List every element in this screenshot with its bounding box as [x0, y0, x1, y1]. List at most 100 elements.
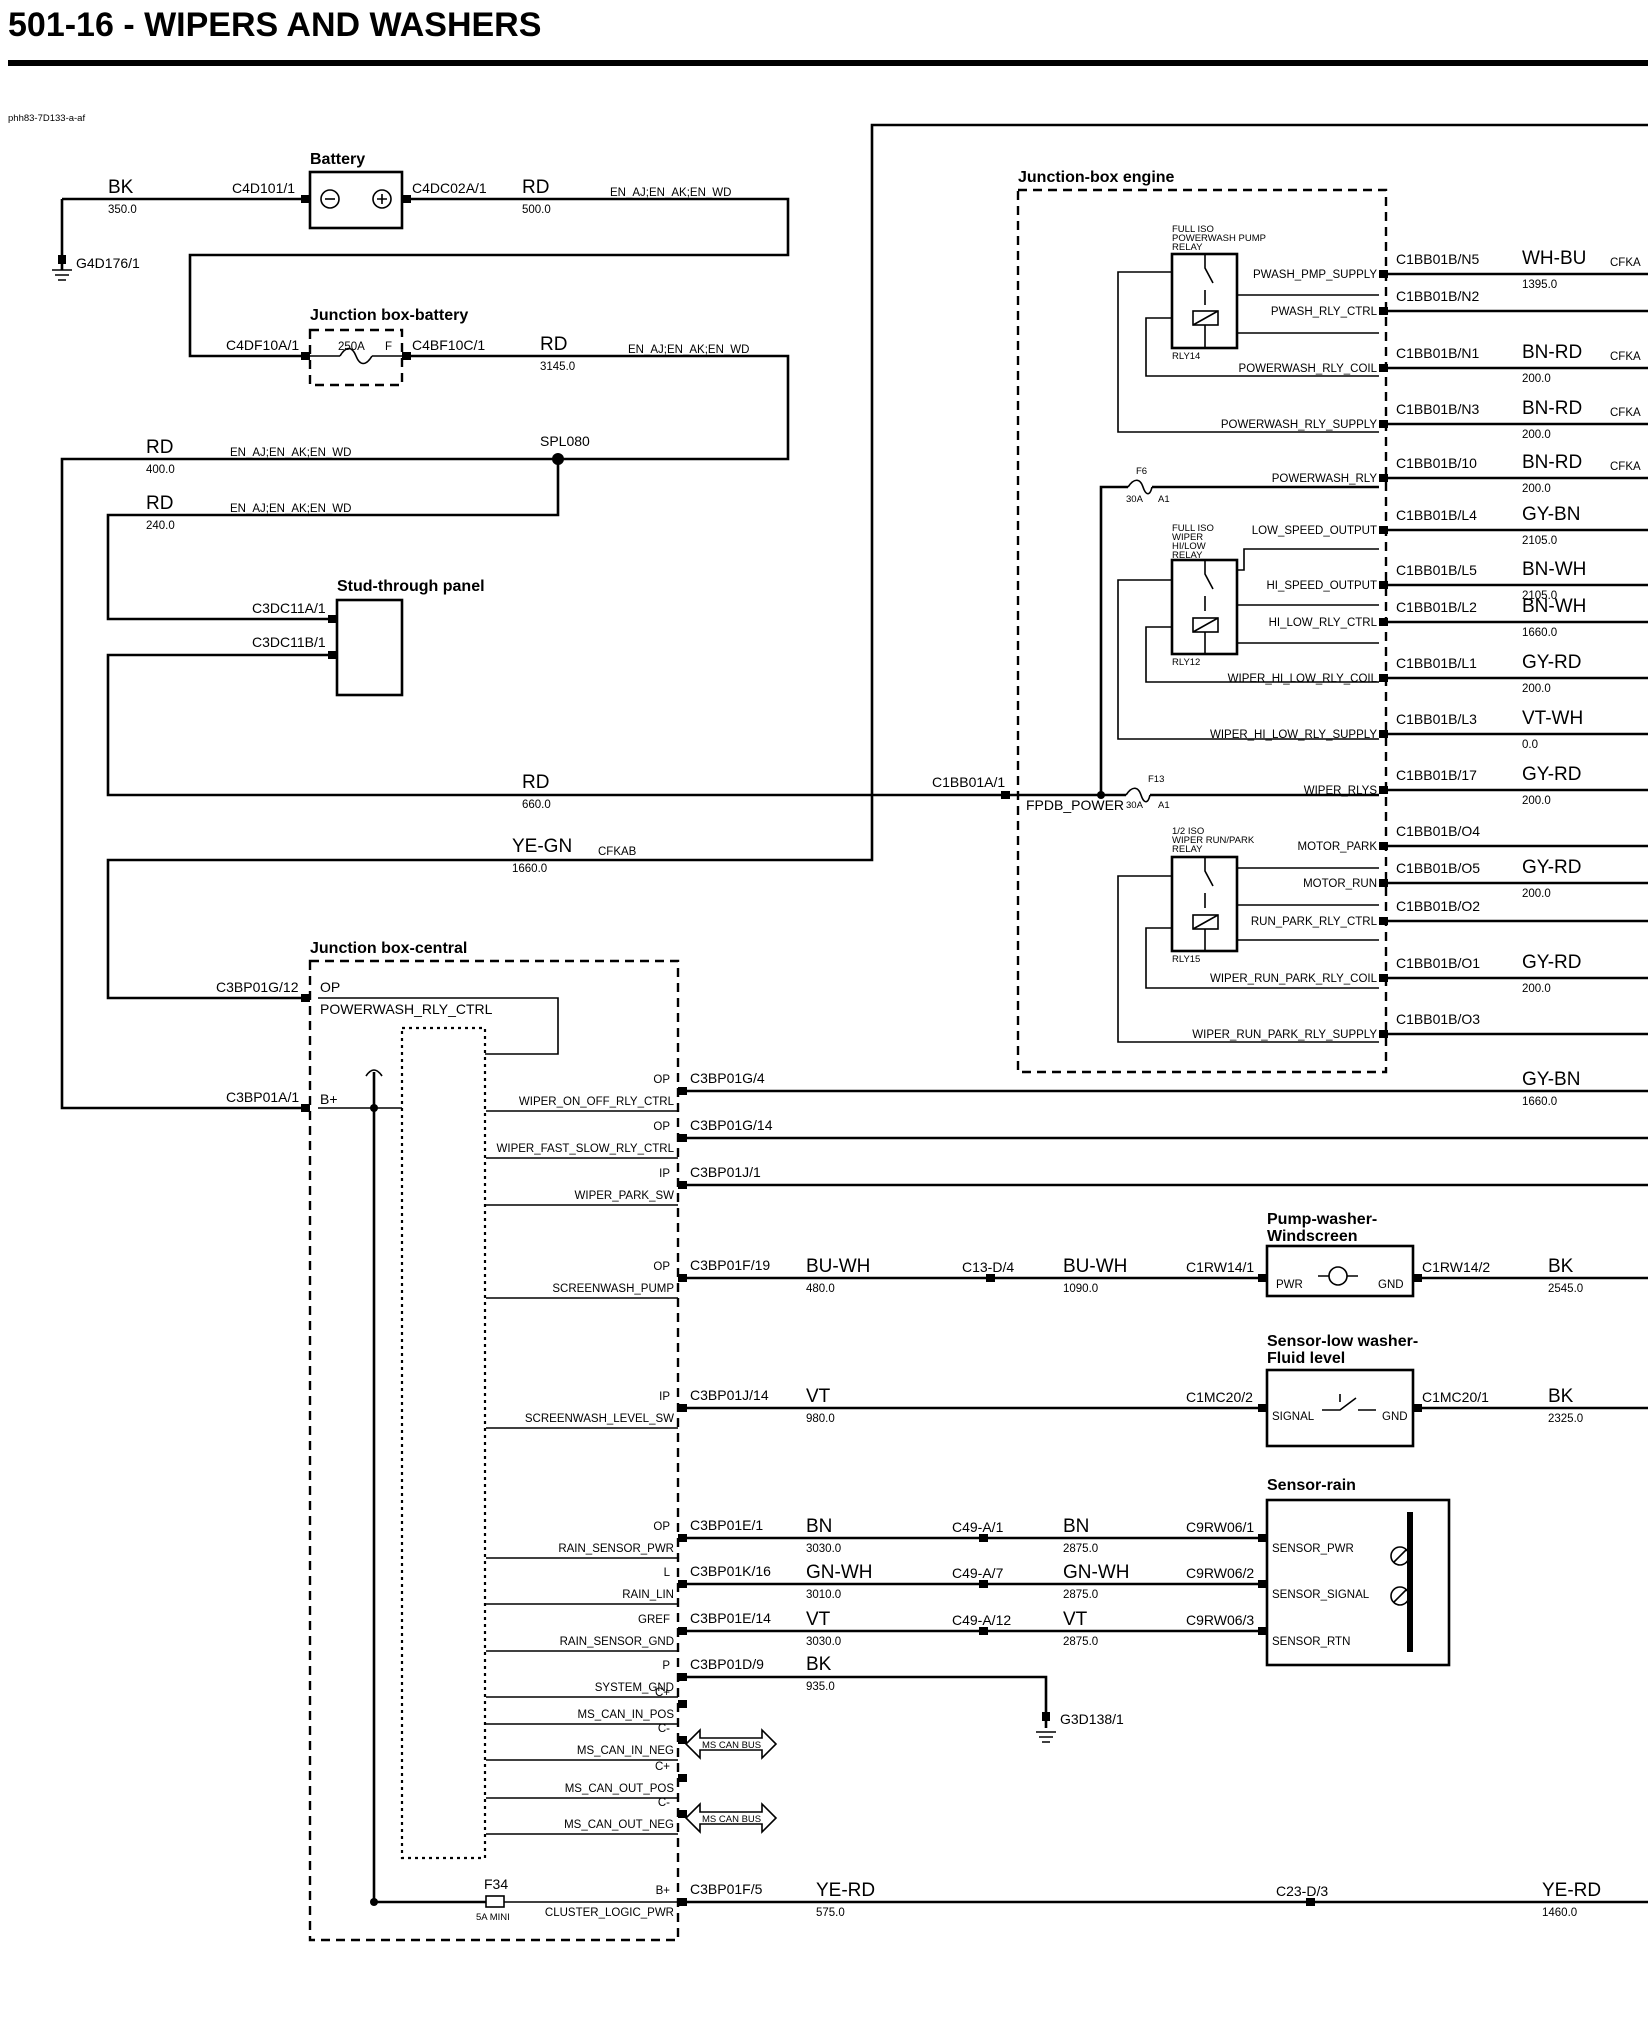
fuse-f13-rating: 30A [1126, 800, 1144, 811]
jbc-pin-connector: C3BP01E/14 [690, 1610, 771, 1626]
wire-color-rd3: RD [146, 437, 173, 458]
battery-positive-icon [372, 189, 392, 209]
splice-spl080-label: SPL080 [540, 433, 590, 449]
wire-length-gybn: 1660.0 [1522, 1096, 1557, 1108]
jbe-pin-terminal [1379, 420, 1388, 428]
jbe-pin-wire-length: 200.0 [1522, 373, 1551, 385]
jbc-pin-signal: WIPER_PARK_SW [575, 1190, 675, 1202]
jbe-pin-terminal [1379, 364, 1388, 372]
fuse-f6-rating: 30A [1126, 494, 1144, 505]
jbe-pin-wire-length: 200.0 [1522, 483, 1551, 495]
jbe-pin-terminal [1379, 786, 1388, 794]
pump-wire-length-1: 480.0 [806, 1283, 835, 1295]
jbc-pin-terminal [678, 1810, 687, 1818]
relay-rly14-name-2: POWERWASH PUMP [1172, 233, 1266, 244]
connector-c1bb01a: C1BB01A/1 [932, 774, 1005, 790]
pump-wire-length-2: 1090.0 [1063, 1283, 1098, 1295]
fuse-f6-icon [1127, 479, 1153, 495]
jbe-pin-terminal [1379, 842, 1388, 850]
jbe-pin-signal: WIPER_HI_LOW_RLY_COIL [1228, 673, 1378, 685]
relay-rly12: FULL ISO WIPER HI/LOW RELAY RLY12 [1170, 523, 1239, 668]
jbe-pin-wire-length: 200.0 [1522, 795, 1551, 807]
fuse-250a-label: 250A [338, 341, 365, 353]
jbe-pin-connector: C1BB01B/N1 [1396, 345, 1479, 361]
rain1-wire-length: 3030.0 [806, 1543, 841, 1555]
wire-color-rd2: RD [540, 334, 567, 355]
bplus-tap-icon [365, 1069, 383, 1077]
wire-length-rd4: 240.0 [146, 520, 175, 532]
jbc-pin-connector: C3BP01J/1 [690, 1164, 761, 1180]
junction-box-central: Junction box-central C3BP01G/12 OP POWER… [216, 940, 680, 1942]
wire-length-rd1: 500.0 [522, 204, 551, 216]
jbb-title: Junction box-battery [310, 307, 468, 324]
jbe-pin-terminal [1379, 917, 1388, 925]
wire-color-rd4: RD [146, 493, 173, 514]
jbc-pin-signal: SYSTEM_GND [595, 1682, 674, 1694]
pump-connector-1: C1RW14/1 [1186, 1259, 1254, 1275]
jbe-pin-connector: C1BB01B/L1 [1396, 655, 1477, 671]
jbe-boundary [1016, 188, 1388, 1074]
jbe-pin-wire-color: BN-WH [1522, 559, 1586, 580]
jbc-bplus: B+ [320, 1091, 338, 1107]
jbe-pin-connector: C1BB01B/10 [1396, 455, 1477, 471]
jbc-pin-type: B+ [656, 1885, 671, 1897]
jbe-pin-signal: POWERWASH_RLY_COIL [1239, 363, 1378, 375]
ground-g3d138-icon [1036, 1731, 1056, 1743]
jbc-pin-connector: C3BP01J/14 [690, 1387, 769, 1403]
rain1-connector: C9RW06/1 [1186, 1519, 1254, 1535]
relay-rly12-name-3: HI/LOW [1172, 541, 1206, 552]
jbe-pin-wire-length: 200.0 [1522, 888, 1551, 900]
connector-c4df10a: C4DF10A/1 [226, 337, 299, 353]
pump-connector-2: C1RW14/2 [1422, 1259, 1490, 1275]
pump-wire-color-bk: BK [1548, 1256, 1574, 1277]
jbe-pin-terminal [1379, 730, 1388, 738]
jbe-pin-wire-length: 200.0 [1522, 683, 1551, 695]
jbc-pin-connector: C3BP01G/14 [690, 1117, 773, 1133]
rain3-wire-length-2: 2875.0 [1063, 1636, 1098, 1648]
jbc-pin-terminal [678, 1736, 687, 1744]
relay-rly14-name-3: RELAY [1172, 242, 1203, 253]
jbe-pin-signal: MOTOR_RUN [1303, 878, 1377, 890]
jbe-pin-wire-color: GY-BN [1522, 504, 1580, 525]
jbe-pin-signal: PWASH_PMP_SUPPLY [1253, 269, 1377, 281]
lowfluid-gnd-label: GND [1382, 1411, 1408, 1423]
wire-color-rd5: RD [522, 772, 549, 793]
jbc-pin-type: L [664, 1567, 671, 1579]
rain-photodiode-icon [1390, 1546, 1410, 1566]
figure-id: phh83-7D133-a-af [8, 113, 85, 124]
jbe-pin-wire-color: GY-RD [1522, 764, 1581, 785]
rain2-wire-length: 3010.0 [806, 1589, 841, 1601]
jbe-pin-wire-color: VT-WH [1522, 708, 1583, 729]
pump-title-2: Windscreen [1267, 1228, 1358, 1245]
wire-length-rd3: 400.0 [146, 464, 175, 476]
jbe-title: Junction-box engine [1018, 169, 1175, 186]
jbe-pin-signal: MOTOR_PARK [1298, 841, 1378, 853]
jbe-pin-connector: C1BB01B/O2 [1396, 898, 1480, 914]
jbe-pin-destination: CFKA [1610, 407, 1641, 419]
wire-option-en4: EN_AJ;EN_AK;EN_WD [230, 503, 351, 515]
jbe-pin-signal: WIPER_RUN_PARK_RLY_SUPPLY [1192, 1029, 1377, 1041]
fuse-f13-pin: A1 [1158, 800, 1170, 811]
jbe-pin-connector: C1BB01B/L3 [1396, 711, 1477, 727]
wire-dest-cfkab: CFKAB [598, 846, 637, 858]
pump-wire-length-bk: 2545.0 [1548, 1283, 1583, 1295]
fuse-f34-rating: 5A MINI [476, 1912, 510, 1923]
jbc-pin-type: P [662, 1660, 670, 1672]
connector-c4bf10c: C4BF10C/1 [412, 337, 485, 353]
low-fluid-sensor-box [1265, 1368, 1415, 1448]
relay-rly15: 1/2 ISO WIPER RUN/PARK RELAY RLY15 [1170, 826, 1255, 965]
lowfluid-wire-length-bk: 2325.0 [1548, 1413, 1583, 1425]
jbc-internal-module [400, 1026, 487, 1860]
gnd-wire-color: BK [806, 1654, 832, 1675]
relay-rly12-name-2: WIPER [1172, 532, 1203, 543]
pump-inline-connector: C13-D/4 [962, 1259, 1014, 1275]
jbc-pin-connector: C3BP01F/19 [690, 1257, 770, 1273]
rain3-wire-color: VT [806, 1609, 831, 1630]
jbe-pin-terminal [1379, 674, 1388, 682]
rain3-signal: SENSOR_RTN [1272, 1636, 1350, 1648]
jbc-pin-type: OP [653, 1521, 670, 1533]
jbe-pin-wire-length: 2105.0 [1522, 590, 1557, 602]
jbe-pin-signal: HI_SPEED_OUTPUT [1266, 580, 1377, 592]
jbc-pin-connector: C3BP01K/16 [690, 1563, 771, 1579]
jbc-pin-signal: SCREENWASH_PUMP [552, 1283, 674, 1295]
